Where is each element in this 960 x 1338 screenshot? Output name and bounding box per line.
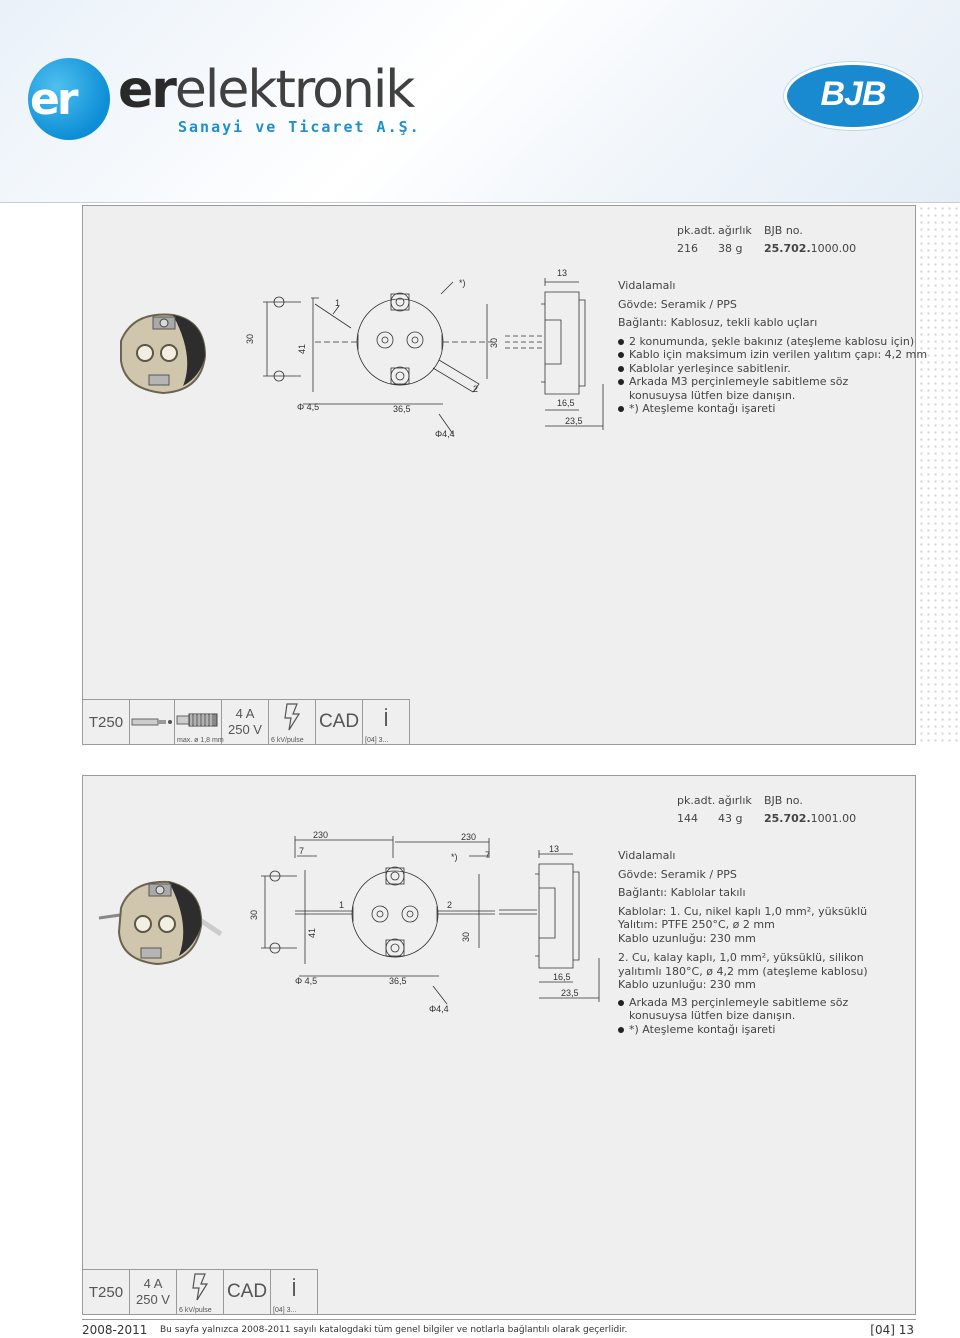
spec-line: Vidalamalı [618,849,676,862]
lamp-type-cell: T250 [83,699,130,745]
dim-7-left: 7 [299,846,304,856]
spec-bullet: Kablolar yerleşince sabitlenir. [618,362,918,376]
dim-230-right: 230 [461,832,476,842]
dim-41: 41 [307,928,317,938]
plug-icon [130,699,175,745]
pulse-icon: 6 kV/pulse [177,1269,224,1315]
spec-bullet: Arkada M3 perçinlemeyle sabitleme söz ko… [618,375,909,402]
dim-36-5: 36,5 [389,976,407,986]
ignition-mark: *) [459,278,466,288]
lamp-type-cell: T250 [83,1269,130,1315]
dim-23-5: 23,5 [565,416,583,426]
dim-30: 30 [245,334,255,344]
wire-size-icon: max. ø 1,8 mm [175,699,224,745]
pulse-icon: 6 kV/pulse [269,699,316,745]
logo-monogram: er [30,74,79,125]
page-header: er erelektronik Sanayi ve Ticaret A.Ş. B… [0,0,960,203]
spec-line: Kablo uzunluğu: 230 mm [618,978,756,991]
company-logo-icon [28,58,110,140]
technical-drawing: 30 41 1 2 *) 30 13 16,5 23,5 36,5 Φ 4,5 … [245,268,604,439]
spec-line: Vidalamalı [618,279,676,292]
catalog-years: 2008-2011 [82,1323,148,1337]
dim-23-5: 23,5 [561,988,579,998]
dim-30-right: 30 [461,932,471,942]
spec-bullet: 2 konumunda, şekle bakınız (ateşleme kab… [618,335,918,349]
spec-line: Gövde: Seramik / PPS [618,297,737,311]
spec-bullet: Arkada M3 perçinlemeyle sabitleme söz ko… [618,996,909,1023]
dim-16-5: 16,5 [557,398,575,408]
product-panel-2: 230 230 7 7 30 41 1 2 *) 30 13 16,5 23,5… [82,775,916,1315]
dim-phi-4-4: Φ4,4 [429,1004,449,1014]
product-panel-1: 30 41 1 2 *) 30 13 16,5 23,5 36,5 Φ 4,5 … [82,205,927,745]
company-name: erelektronik [118,60,415,120]
dim-phi-4-4: Φ4,4 [435,429,455,439]
dim-1: 1 [335,298,340,308]
spec-bullet: Kablo için maksimum izin verilen yalıtım… [618,348,927,362]
spec-line: Bağlantı: Kablosuz, tekli kablo uçları [618,316,818,329]
info-icon[interactable]: İ [04] 3... [271,1269,318,1315]
spec-line: Bağlantı: Kablolar takılı [618,886,746,899]
spec-bullet: *) Ateşleme kontağı işareti [618,1023,918,1037]
dim-16-5: 16,5 [553,972,571,982]
spec-line: Yalıtım: PTFE 250°C, ø 2 mm [618,918,775,931]
product-spec-list: Vidalamalı Gövde: Seramik / PPS Bağlantı… [618,279,927,416]
dim-1: 1 [339,900,344,910]
dim-41: 41 [297,344,307,354]
lampholder-with-cables-photo [98,880,223,966]
info-icon[interactable]: İ [04] 3... [363,699,410,745]
spec-bullet: *) Ateşleme kontağı işareti [618,402,918,416]
spec-line: Gövde: Seramik / PPS [618,867,737,881]
cad-button[interactable]: CAD [224,1269,271,1315]
technical-drawing-2: 230 230 7 7 30 41 1 2 *) 30 13 16,5 23,5… [249,830,600,1014]
dim-30: 30 [249,910,259,920]
dim-30-right: 30 [489,338,499,348]
dim-7-right: 7 [485,850,490,860]
dim-13: 13 [549,844,559,854]
spec-line: 2. Cu, kalay kaplı, 1,0 mm², yüksüklü, s… [618,951,868,978]
bjb-logo-icon: BJB [784,62,922,130]
dim-36-5: 36,5 [393,404,411,414]
footer-note: Bu sayfa yalnızca 2008-2011 sayılı katal… [160,1325,628,1335]
ignition-mark: *) [451,852,458,862]
bjb-number: 25.702.1001.00 [764,812,857,825]
page-number: [04] 13 [870,1323,914,1337]
spec-line: Kablolar: 1. Cu, nikel kaplı 1,0 mm², yü… [618,904,868,918]
dim-phi-4-5: Φ 4,5 [295,976,317,986]
cad-button[interactable]: CAD [316,699,363,745]
product-spec-list: Vidalamalı Gövde: Seramik / PPS Bağlantı… [618,849,918,1036]
dim-13: 13 [557,268,567,278]
spec-line: Kablo uzunluğu: 230 mm [618,931,756,945]
company-subtitle: Sanayi ve Ticaret A.Ş. [178,118,421,136]
dim-230-left: 230 [313,830,328,840]
decorative-dots [918,205,960,745]
dim-2: 2 [473,384,478,394]
page-footer: 2008-2011 Bu sayfa yalnızca 2008-2011 sa… [82,1319,916,1338]
bjb-number: 25.702.1000.00 [764,242,857,255]
dim-2: 2 [447,900,452,910]
dim-phi-4-5: Φ 4,5 [297,402,319,412]
lampholder-photo [120,313,207,395]
